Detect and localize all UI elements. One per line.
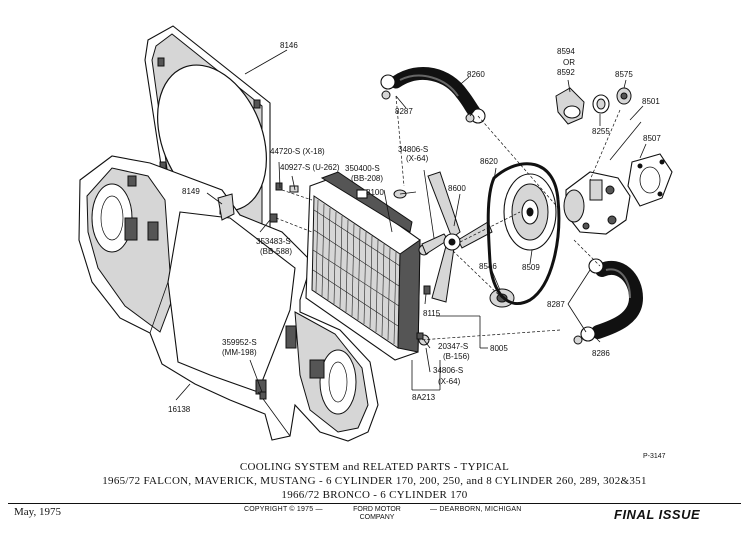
label-350400-s: 350400-S [345, 164, 380, 173]
label-8100: 8100 [366, 188, 384, 197]
label-34806-s-bottom-sub: (X-64) [438, 377, 461, 386]
label-8287-lower: 8287 [547, 300, 565, 309]
footer-city: — DEARBORN, MICHIGAN [430, 506, 522, 513]
label-34806-s-bottom: 34806-S [433, 366, 463, 375]
label-8149: 8149 [182, 187, 200, 196]
caption-bronco-line: 1966/72 BRONCO - 6 CYLINDER 170 [281, 489, 468, 501]
footer-company-line1: FORD MOTOR [353, 506, 401, 513]
label-34806-s-top: 34806-S [398, 145, 428, 154]
label-8600: 8600 [448, 184, 466, 193]
label-8507: 8507 [643, 134, 661, 143]
thermostat [616, 87, 632, 105]
footer-status: FINAL ISSUE [614, 507, 701, 522]
label-8620: 8620 [480, 157, 498, 166]
label-8a213: 8A213 [412, 393, 436, 402]
radiator-bolt [416, 285, 431, 340]
fan [421, 171, 493, 303]
water-pump-pulley [503, 173, 557, 251]
shroud-bolts [269, 182, 299, 223]
footer-date: May, 1975 [14, 506, 61, 518]
lower-hose-clamp [573, 258, 604, 345]
upper-hose-clamp [380, 74, 486, 124]
label-359952-s-sub: (MM-198) [222, 348, 257, 357]
label-44720-s: 44720-S (X-18) [270, 147, 325, 156]
label-353483-s-sub: (BB-588) [260, 247, 292, 256]
label-350400-s-sub: (BB-208) [351, 174, 383, 183]
support-bolt [259, 391, 267, 400]
label-8286: 8286 [592, 349, 610, 358]
water-pump-gasket [627, 153, 673, 207]
label-8592: 8592 [557, 68, 575, 77]
label-or: OR [563, 58, 575, 67]
thermostat-housing [555, 87, 585, 125]
label-20347-s: 20347-S [438, 342, 468, 351]
label-8501: 8501 [642, 97, 660, 106]
lower-hose [591, 261, 644, 339]
water-pump [563, 171, 631, 235]
footer-copyright: COPYRIGHT © 1975 — [244, 506, 323, 513]
label-8146: 8146 [280, 41, 298, 50]
label-8260: 8260 [467, 70, 485, 79]
upper-hose [389, 67, 483, 121]
label-20347-s-sub: (B-156) [443, 352, 470, 361]
caption-applications-line: 1965/72 FALCON, MAVERICK, MUSTANG - 6 CY… [102, 475, 647, 487]
label-34806-s-top-sub: (X-64) [406, 154, 429, 163]
label-16138: 16138 [168, 405, 191, 414]
leader-lines [175, 49, 647, 401]
label-8594: 8594 [557, 47, 575, 56]
label-8005: 8005 [490, 344, 508, 353]
label-8287-upper: 8287 [395, 107, 413, 116]
label-8546: 8546 [479, 262, 497, 271]
radiator-support [78, 155, 379, 442]
footer-company: FORD MOTOR COMPANY [352, 506, 402, 522]
label-8255: 8255 [592, 127, 610, 136]
caption-title: COOLING SYSTEM and RELATED PARTS - TYPIC… [239, 461, 510, 473]
dashed-reference-lines [275, 95, 621, 341]
label-353483-s: 353483-S [256, 237, 291, 246]
label-40927-s: 40927-S (U-262) [280, 163, 340, 172]
footer-company-line2: COMPANY [359, 514, 395, 521]
fan-shroud [144, 25, 271, 251]
footer-rule [8, 503, 741, 504]
label-359952-s: 359952-S [222, 338, 257, 347]
label-8115: 8115 [423, 309, 441, 318]
label-8509: 8509 [522, 263, 540, 272]
plate-number: P-3147 [643, 453, 666, 460]
shroud-bracket [217, 193, 235, 221]
fan-belt [486, 162, 561, 305]
thermostat-gasket [592, 94, 610, 114]
label-8575: 8575 [615, 70, 633, 79]
